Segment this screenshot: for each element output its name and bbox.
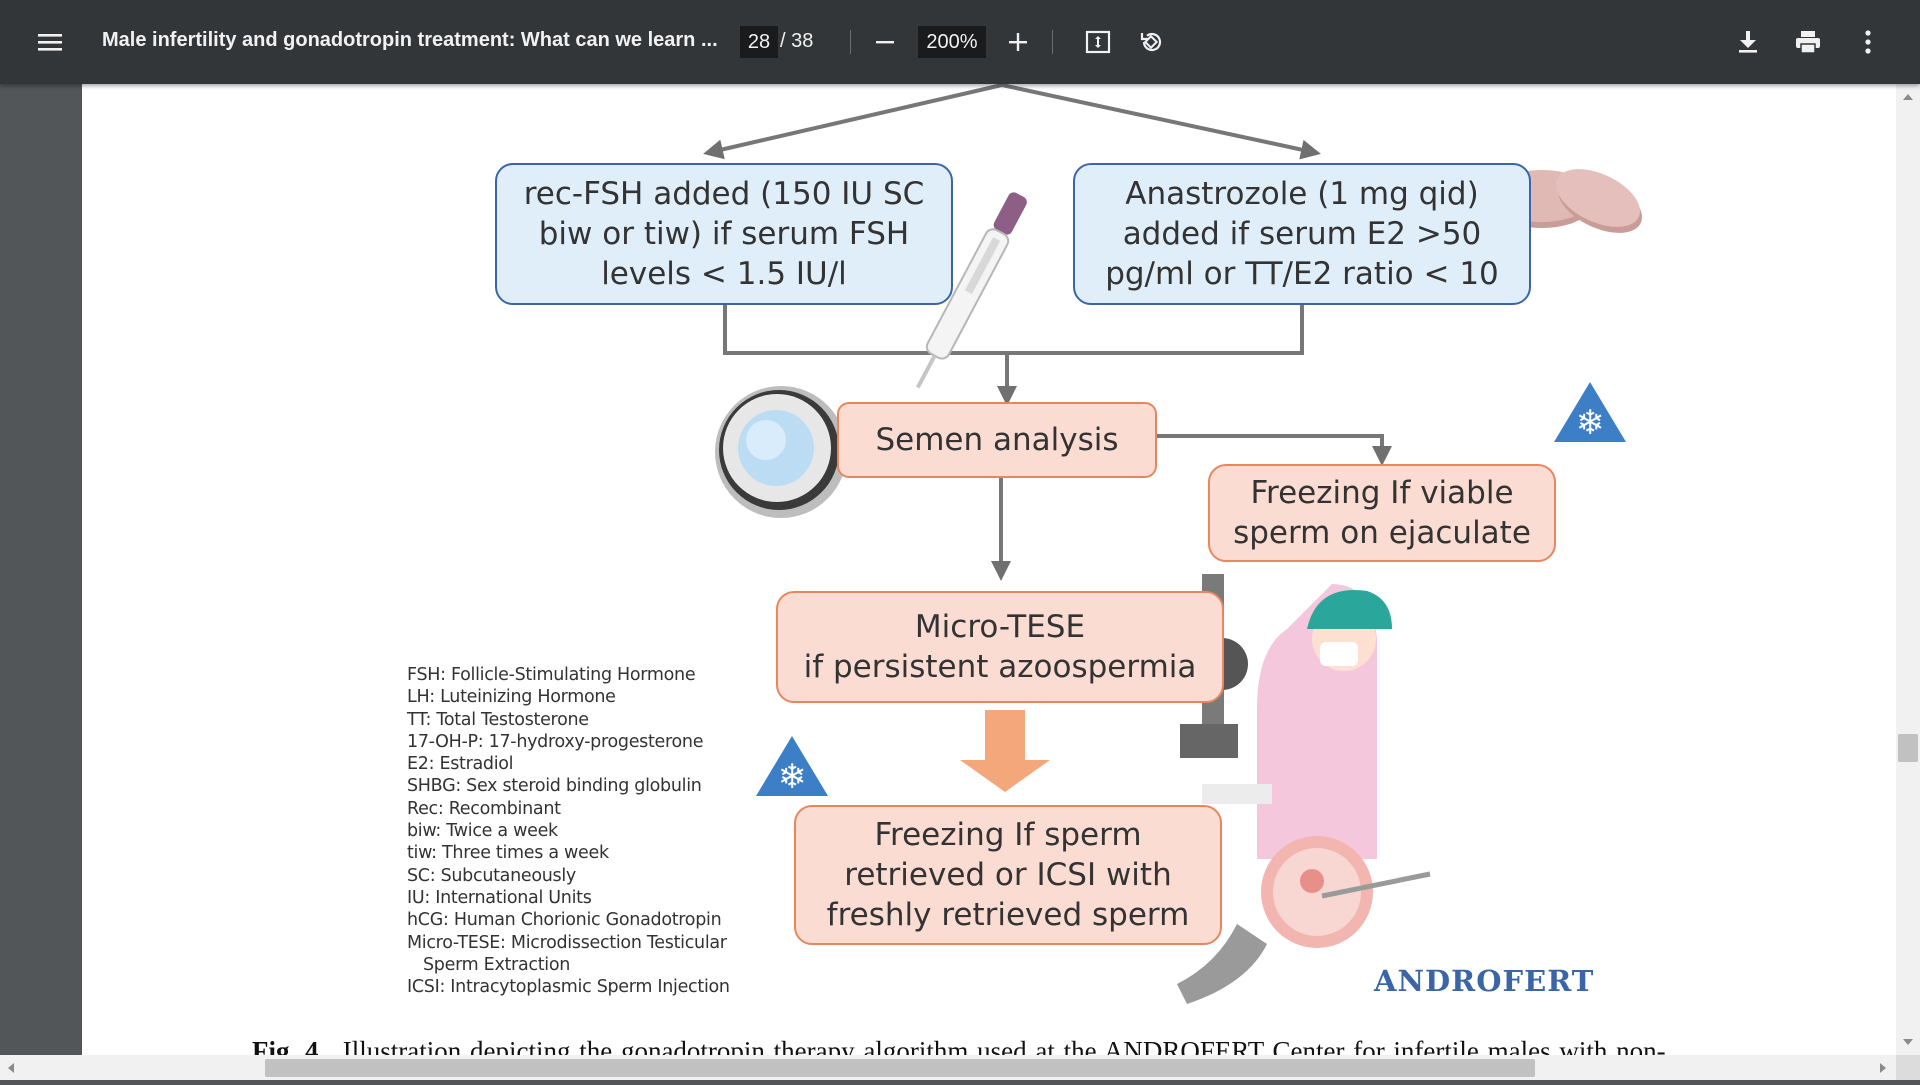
snowflake-icon: ❄ xyxy=(756,736,828,797)
down-arrow-orange xyxy=(960,710,1050,792)
anastrozole-line: added if serum E2 >50 xyxy=(1122,216,1482,252)
legend-item: FSH: Follicle-Stimulating Hormone xyxy=(407,665,696,685)
legend-item: TT: Total Testosterone xyxy=(407,709,589,730)
toolbar-divider xyxy=(1052,30,1053,54)
anastrozole-box: Anastrozole (1 mg qid) added if serum E2… xyxy=(1073,163,1531,305)
abbreviation-legend: FSH: Follicle-Stimulating Hormone LH: Lu… xyxy=(407,664,730,998)
legend-item: tiw: Three times a week xyxy=(407,843,609,864)
flowchart-connectors: ❄ ❄ xyxy=(703,84,1643,1004)
caption-text: Illustration depicting the gonadotropin … xyxy=(342,1036,1666,1055)
semen-analysis-box: Semen analysis xyxy=(837,402,1157,478)
legend-item: Sperm Extraction xyxy=(423,954,571,975)
legend-item: ICSI: Intracytoplasmic Sperm Injection xyxy=(407,977,730,998)
legend-item: SC: Subcutaneously xyxy=(407,865,576,886)
more-options-icon[interactable] xyxy=(1853,27,1883,57)
print-icon[interactable] xyxy=(1793,27,1823,57)
rec-fsh-line: rec-FSH added (150 IU SC xyxy=(523,176,925,212)
petri-dish-illustration xyxy=(715,386,847,518)
legend-item: IU: International Units xyxy=(407,887,592,908)
anastrozole-line: Anastrozole (1 mg qid) xyxy=(1125,176,1479,212)
figure-caption: Fig. 4. Illustration depicting the gonad… xyxy=(252,1036,1666,1055)
legend-item: Rec: Recombinant xyxy=(407,798,561,819)
menu-icon[interactable] xyxy=(35,27,65,57)
legend-item: biw: Twice a week xyxy=(407,821,558,842)
pdf-page: ❄ ❄ xyxy=(82,84,1896,1055)
anastrozole-line: pg/ml or TT/E2 ratio < 10 xyxy=(1105,256,1499,292)
freezing-retrieved-line: Freezing If sperm xyxy=(874,817,1142,853)
svg-text:❄: ❄ xyxy=(1576,403,1605,443)
freezing-retrieved-box: Freezing If sperm retrieved or ICSI with… xyxy=(794,805,1222,945)
download-icon[interactable] xyxy=(1733,27,1763,57)
rec-fsh-line: biw or tiw) if serum FSH xyxy=(538,216,910,252)
horizontal-scrollbar-graphics xyxy=(8,1059,1886,1077)
legend-item: SHBG: Sex steroid binding globulin xyxy=(407,776,702,797)
legend-item: hCG: Human Chorionic Gonadotropin xyxy=(407,910,722,931)
viewer-left-gutter xyxy=(0,84,82,1055)
horizontal-scrollbar[interactable] xyxy=(0,1055,1896,1080)
freezing-retrieved-line: freshly retrieved sperm xyxy=(826,897,1190,933)
treatment-algorithm-figure: ❄ ❄ xyxy=(82,84,1896,1055)
document-title: Male infertility and gonadotropin treatm… xyxy=(102,29,718,51)
rec-fsh-box: rec-FSH added (150 IU SC biw or tiw) if … xyxy=(495,163,953,305)
legend-item: Micro-TESE: Microdissection Testicular xyxy=(407,932,727,953)
zoom-level-input[interactable]: 200% xyxy=(918,26,986,58)
snowflake-icon: ❄ xyxy=(1554,382,1626,443)
pdf-toolbar: Male infertility and gonadotropin treatm… xyxy=(0,0,1920,84)
androfert-logo: ANDROFERT xyxy=(1374,964,1595,998)
legend-item: E2: Estradiol xyxy=(407,754,514,775)
vertical-scrollbar-graphics xyxy=(1898,94,1918,1045)
syringe-illustration xyxy=(915,192,1027,389)
icsi-egg-illustration xyxy=(1177,836,1431,1004)
micro-tese-line: if persistent azoospermia xyxy=(803,649,1197,685)
legend-item: 17-OH-P: 17-hydroxy-progesterone xyxy=(407,731,704,752)
caption-label: Fig. 4. xyxy=(252,1036,326,1055)
fit-page-icon[interactable] xyxy=(1083,27,1113,57)
freezing-ejaculate-box: Freezing If viable sperm on ejaculate xyxy=(1208,464,1556,562)
micro-tese-line: Micro-TESE xyxy=(914,609,1086,645)
toolbar-divider xyxy=(850,30,851,54)
svg-text:❄: ❄ xyxy=(778,757,807,797)
freezing-ejaculate-line: Freezing If viable xyxy=(1250,475,1514,511)
vertical-scrollbar[interactable] xyxy=(1896,84,1920,1055)
rec-fsh-line: levels < 1.5 IU/l xyxy=(601,256,847,292)
micro-tese-box: Micro-TESE if persistent azoospermia xyxy=(776,591,1224,703)
total-pages: / 38 xyxy=(780,30,814,52)
rotate-icon[interactable] xyxy=(1136,27,1166,57)
legend-item: LH: Luteinizing Hormone xyxy=(407,687,616,708)
semen-analysis-label: Semen analysis xyxy=(875,422,1119,458)
scrollbar-corner xyxy=(1896,1055,1920,1080)
zoom-out-icon[interactable] xyxy=(870,27,900,57)
zoom-in-icon[interactable] xyxy=(1003,27,1033,57)
page-number-input[interactable]: 28 xyxy=(740,26,778,58)
freezing-ejaculate-line: sperm on ejaculate xyxy=(1233,515,1531,551)
freezing-retrieved-line: retrieved or ICSI with xyxy=(844,857,1172,893)
